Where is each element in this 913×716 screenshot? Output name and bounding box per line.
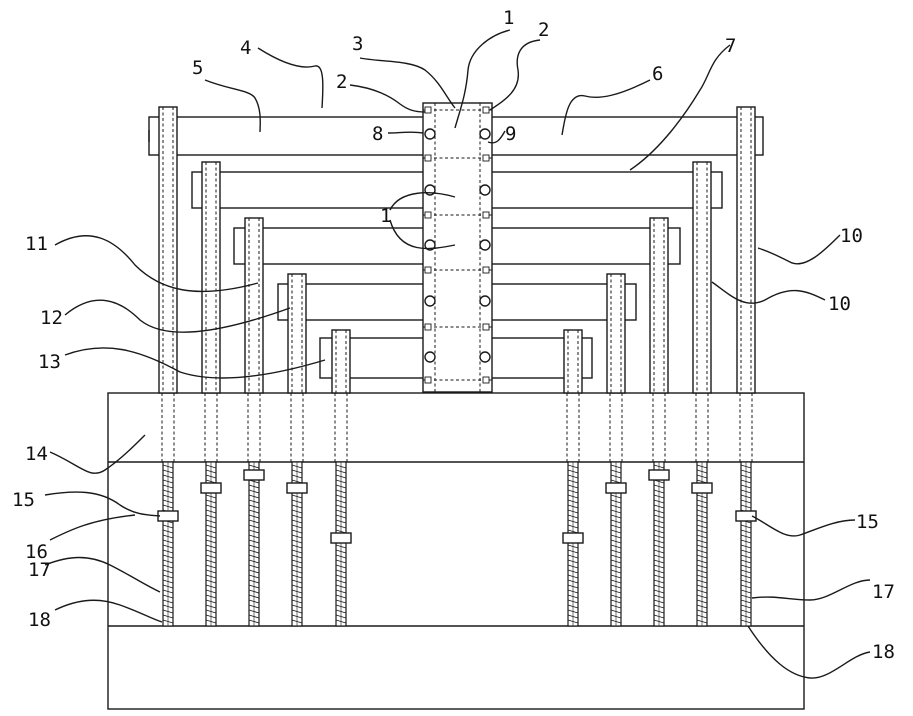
leader-6 — [562, 80, 650, 135]
label-8: 8 — [372, 123, 383, 145]
leader-11 — [55, 236, 258, 292]
coupling — [331, 533, 351, 543]
label-10-lower: 10 — [828, 293, 851, 315]
post — [693, 162, 711, 393]
segment-lock — [425, 377, 431, 383]
column-4 — [287, 274, 307, 626]
column-2 — [201, 162, 221, 626]
coupling — [244, 470, 264, 480]
column-3 — [244, 218, 264, 626]
post — [159, 107, 177, 393]
leader-10-upper — [758, 235, 840, 264]
label-2-left: 2 — [336, 71, 347, 93]
leader-15-left — [45, 492, 160, 516]
pin-hole-right — [480, 296, 490, 306]
post — [245, 218, 263, 393]
post — [202, 162, 220, 393]
coupling — [606, 483, 626, 493]
segment-lock — [483, 212, 489, 218]
column-7 — [606, 274, 626, 626]
pin-hole-left — [425, 129, 435, 139]
leader-13 — [65, 348, 325, 378]
segment-lock — [483, 324, 489, 330]
post — [607, 274, 625, 393]
post — [650, 218, 668, 393]
coupling — [692, 483, 712, 493]
leader-3 — [360, 58, 455, 108]
leader-4 — [258, 48, 323, 108]
column-5 — [331, 330, 351, 626]
label-18-right: 18 — [872, 641, 895, 663]
post — [332, 330, 350, 393]
label-9: 9 — [505, 123, 516, 145]
segment-lock — [483, 155, 489, 161]
label-13: 13 — [38, 351, 61, 373]
post — [564, 330, 582, 393]
pin-hole-right — [480, 352, 490, 362]
segment-lock — [425, 155, 431, 161]
coupling — [649, 470, 669, 480]
coupling — [201, 483, 221, 493]
label-5: 5 — [192, 57, 203, 79]
label-11: 11 — [25, 233, 48, 255]
leader-14 — [50, 435, 145, 473]
label-1-top: 1 — [503, 7, 514, 29]
post — [737, 107, 755, 393]
pin-hole-right — [480, 240, 490, 250]
label-2-right: 2 — [538, 19, 549, 41]
leader-16 — [50, 515, 135, 540]
leader-7 — [630, 45, 730, 170]
leader-2-left — [350, 85, 425, 112]
label-6: 6 — [652, 63, 663, 85]
segment-lock — [425, 212, 431, 218]
label-17-left: 17 — [28, 559, 51, 581]
segment-lock — [425, 324, 431, 330]
pin-hole-right — [480, 185, 490, 195]
leader-5 — [205, 80, 260, 132]
pin-hole-right — [480, 129, 490, 139]
label-4: 4 — [240, 37, 251, 59]
column-9 — [692, 162, 712, 626]
label-18-left: 18 — [28, 609, 51, 631]
label-1-inner: 1 — [380, 205, 391, 227]
segment-lock — [425, 267, 431, 273]
label-7: 7 — [725, 35, 736, 57]
label-17-right: 17 — [872, 581, 895, 603]
label-15-left: 15 — [12, 489, 35, 511]
label-3: 3 — [352, 33, 363, 55]
leader-8 — [388, 132, 423, 133]
label-15-right: 15 — [856, 511, 879, 533]
pin-hole-left — [425, 296, 435, 306]
leader-18-right — [748, 626, 870, 678]
label-10-upper: 10 — [840, 225, 863, 247]
segment-lock — [483, 107, 489, 113]
label-12: 12 — [40, 307, 63, 329]
label-14: 14 — [25, 443, 48, 465]
leader-17-right — [752, 580, 870, 600]
coupling — [287, 483, 307, 493]
coupling — [158, 511, 178, 521]
segment-lock — [425, 107, 431, 113]
column-6 — [563, 330, 583, 626]
pin-hole-left — [425, 352, 435, 362]
leader-17-left — [45, 558, 160, 593]
leader-2-right — [490, 40, 540, 110]
column-8 — [649, 218, 669, 626]
post — [288, 274, 306, 393]
segment-lock — [483, 267, 489, 273]
column-10 — [736, 107, 756, 626]
leader-10-lower — [712, 282, 825, 303]
segment-lock — [483, 377, 489, 383]
coupling — [563, 533, 583, 543]
